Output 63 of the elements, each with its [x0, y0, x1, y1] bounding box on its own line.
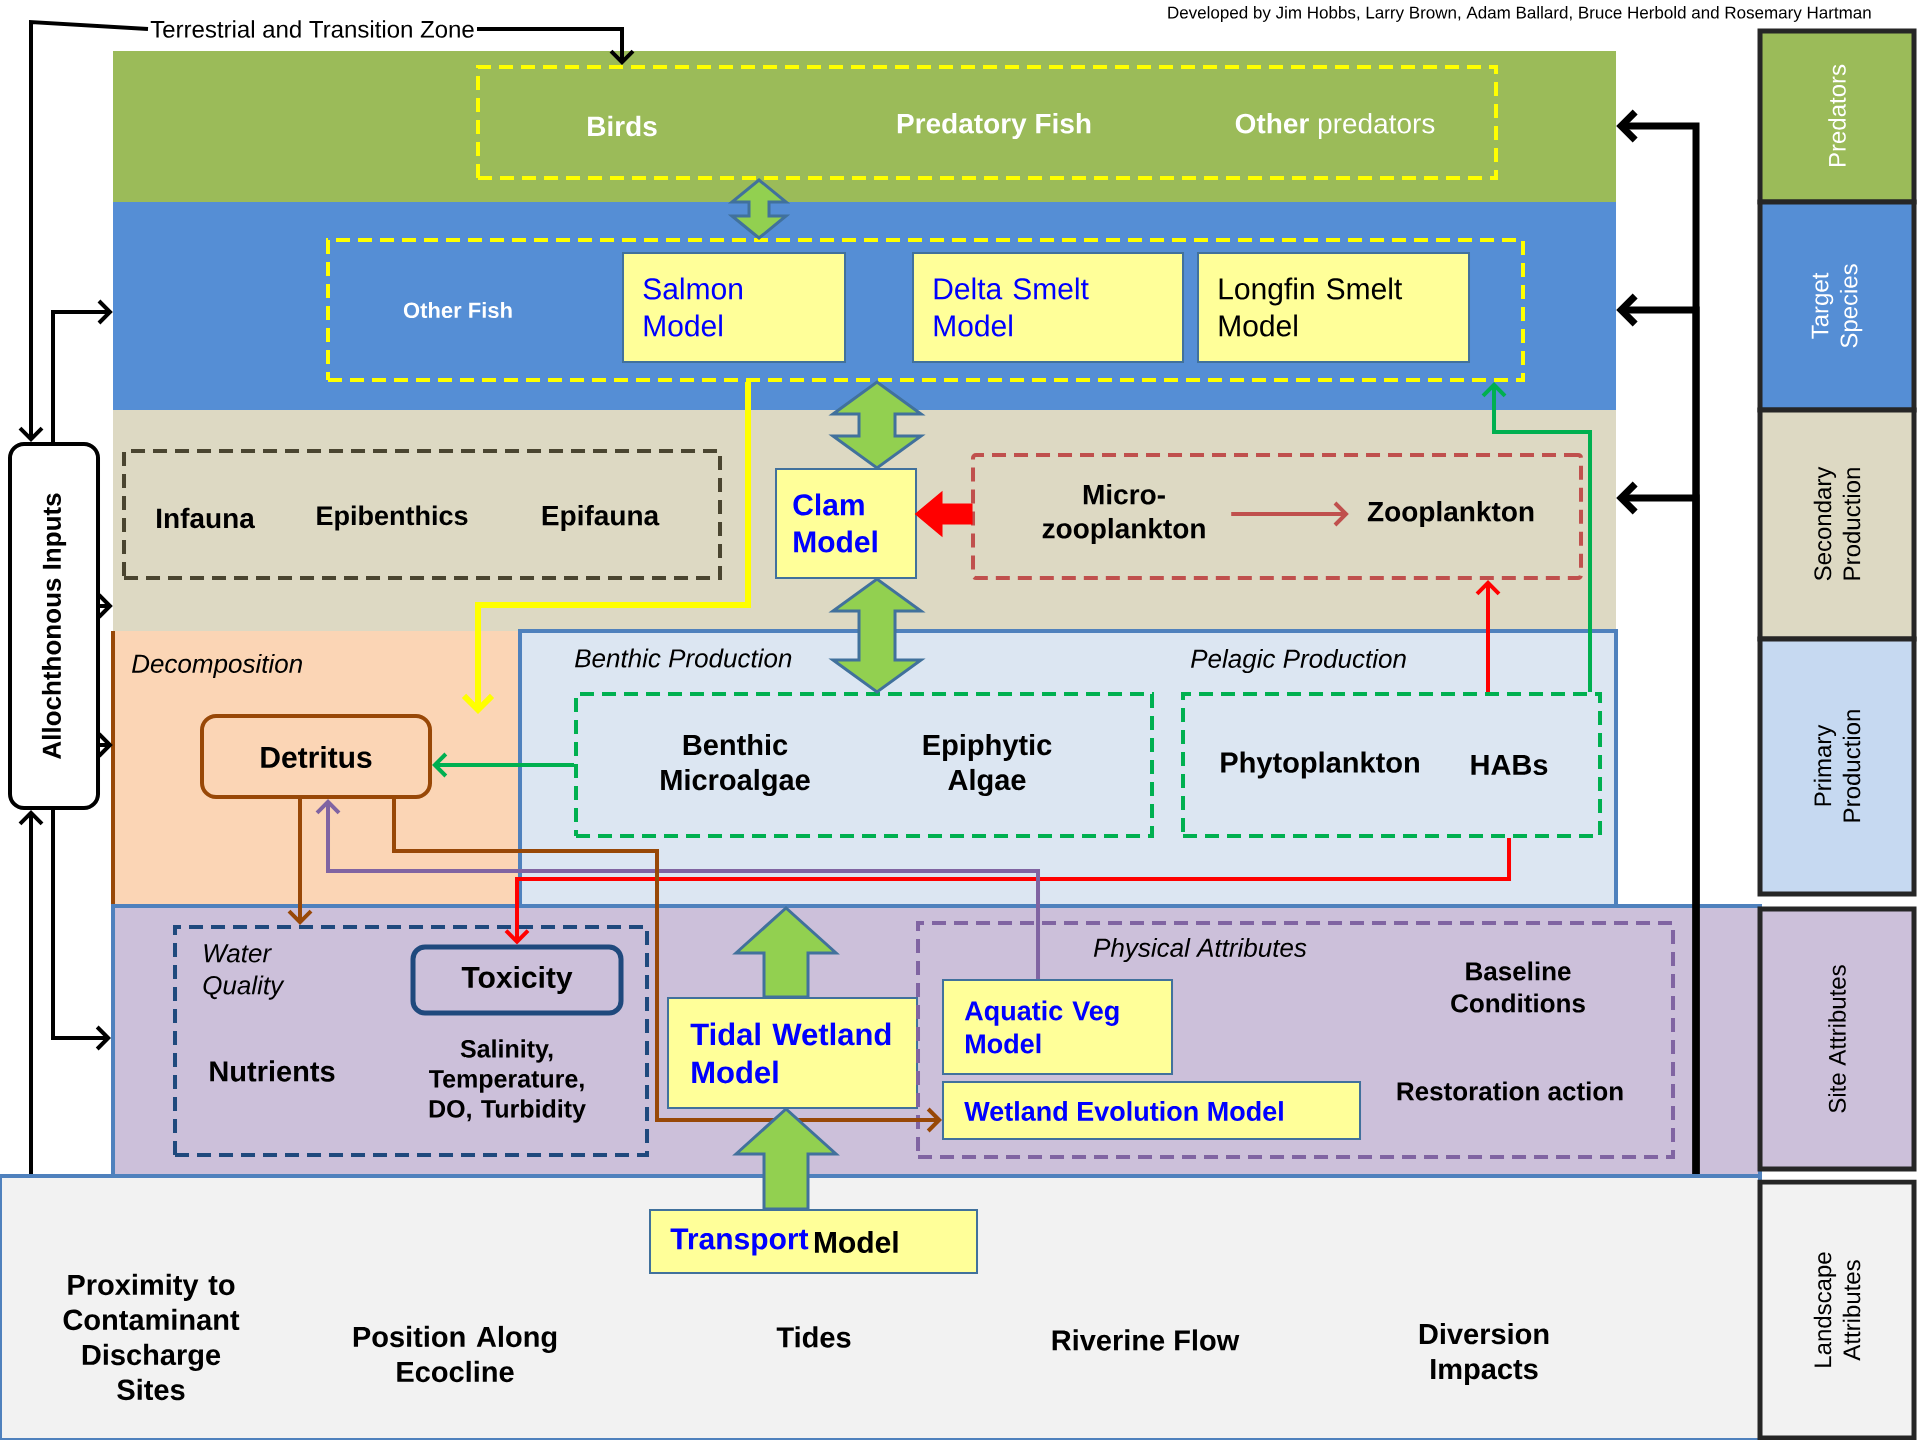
- model-box: Aquatic Veg Model: [942, 979, 1173, 1075]
- model-box: Delta Smelt Model: [912, 252, 1184, 363]
- item-label: Epibenthics: [317, 505, 468, 531]
- group-heading: Pelagic Production: [1191, 648, 1406, 674]
- arrow: [504, 838, 1511, 945]
- item-label: Micro- zooplankton: [1042, 483, 1205, 545]
- model-box: Salmon Model: [622, 252, 846, 363]
- input-box: Allochthonous Inputs: [8, 442, 100, 810]
- arrow: [461, 382, 751, 714]
- arrow: [477, 27, 635, 65]
- model-box: Longfin Smelt Model: [1197, 252, 1470, 363]
- item-label: Infauna: [157, 507, 255, 529]
- item-label: Predatory Fish: [897, 112, 1091, 140]
- factor-label: Tides: [776, 1326, 851, 1348]
- arrow: [18, 19, 149, 442]
- factor-label: Diversion Impacts: [1419, 1323, 1549, 1385]
- block-arrow: [828, 577, 926, 694]
- item-label: Other predators: [1235, 112, 1435, 140]
- model-box: Clam Model: [775, 468, 917, 579]
- arrow: [1475, 580, 1501, 692]
- model-box: Wetland Evolution Model: [942, 1081, 1361, 1140]
- arrow: [1481, 382, 1592, 692]
- group-heading: Physical Attributes: [1093, 937, 1307, 963]
- item-label: Epiphytic Algae: [923, 733, 1052, 797]
- item-label: Salinity, Temperature, DO, Turbidity: [429, 1039, 586, 1123]
- rounded-box: Toxicity: [410, 944, 624, 1016]
- zone-label: Terrestrial and Transition Zone: [150, 20, 474, 38]
- block-arrow: [727, 178, 791, 240]
- arrow: [18, 810, 44, 1174]
- arrow: [51, 810, 111, 1051]
- factor-label: Position Along Ecocline: [353, 1325, 557, 1383]
- arrow: [432, 752, 574, 778]
- item-label: Zooplankton: [1367, 500, 1534, 528]
- item-label: HABs: [1471, 754, 1548, 776]
- model-box: Tidal Wetland Model: [667, 997, 918, 1109]
- arrow: [1231, 501, 1349, 527]
- item-label: Nutrients: [210, 1060, 335, 1082]
- arrow: [51, 299, 113, 442]
- arrow: [315, 799, 1040, 979]
- arrow: [392, 799, 942, 1133]
- item-label: Benthic Microalgae: [661, 733, 810, 797]
- group-heading: Water Quality: [203, 944, 285, 1000]
- credit-text: Developed by Jim Hobbs, Larry Brown, Adam Ballard, Bruce Herbold and Rosemary Hartman: [1168, 6, 1871, 22]
- factor-label: Riverine Flow: [1052, 1329, 1240, 1351]
- rounded-box: Detritus: [200, 714, 432, 799]
- category-box: Predators: [1757, 28, 1917, 205]
- item-label: Phytoplankton: [1221, 751, 1419, 779]
- item-label: Birds: [588, 115, 657, 137]
- item-label: Restoration action: [1397, 1081, 1623, 1101]
- arrow: [287, 799, 313, 925]
- category-box: Secondary Production: [1757, 407, 1917, 642]
- category-box: Landscape Attributes: [1757, 1179, 1917, 1440]
- category-box: Site Attributes: [1757, 906, 1917, 1172]
- block-arrow: [828, 380, 926, 470]
- category-box: Target Species: [1757, 199, 1917, 413]
- item-label: Epifauna: [542, 504, 660, 532]
- dashed-group-box: [971, 453, 1583, 580]
- group-heading: Benthic Production: [575, 648, 792, 668]
- category-box: Primary Production: [1757, 636, 1917, 897]
- model-box: Transport Model: [649, 1209, 978, 1274]
- factor-label: Proximity to Contaminant Discharge Sites: [63, 1273, 240, 1401]
- layer-band: [113, 51, 1616, 202]
- item-label: Baseline Conditions: [1451, 961, 1585, 1013]
